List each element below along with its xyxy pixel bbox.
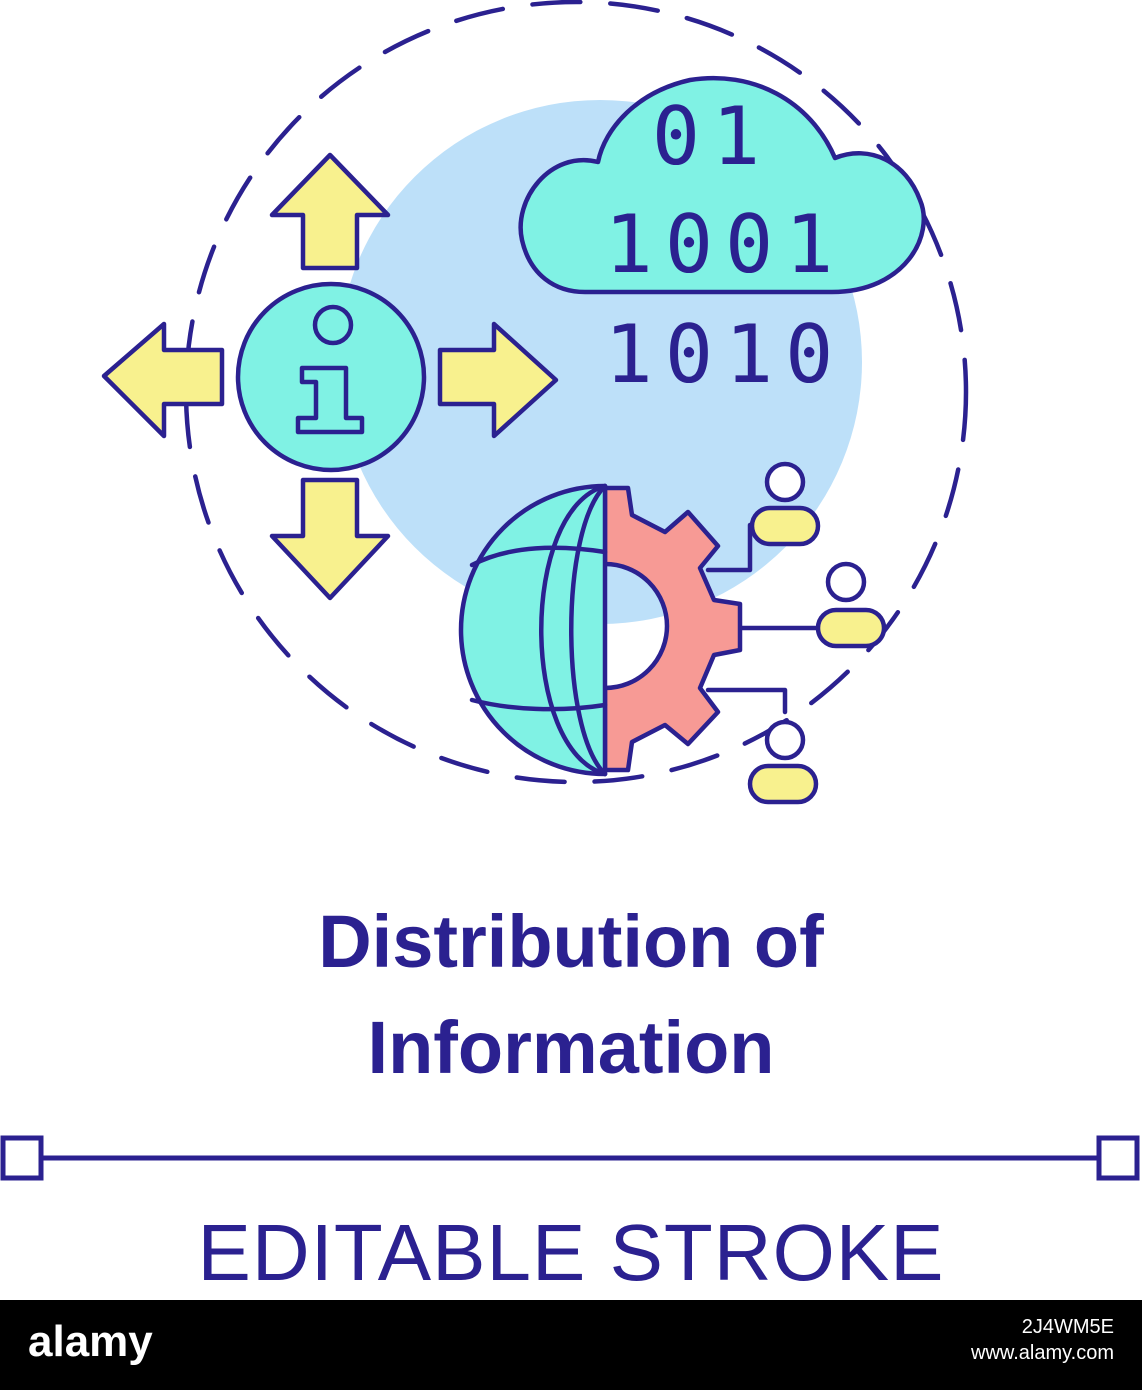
binary-row-1: 01 bbox=[652, 90, 772, 183]
gear-icon bbox=[602, 485, 743, 773]
page-title-line-2: Information bbox=[367, 1006, 775, 1089]
alamy-logo: alamy bbox=[28, 1317, 153, 1366]
image-id: 2J4WM5E bbox=[1021, 1316, 1114, 1338]
person-icon bbox=[749, 461, 821, 547]
globe-grid bbox=[469, 483, 608, 777]
person-icon bbox=[815, 561, 887, 649]
binary-row-2: 1001 bbox=[605, 198, 846, 291]
dashed-ring bbox=[183, 0, 969, 785]
globe-icon bbox=[458, 483, 608, 777]
cloud-icon bbox=[518, 75, 926, 295]
site-url: www.alamy.com bbox=[971, 1342, 1114, 1364]
image-id-block: 2J4WM5E www.alamy.com bbox=[971, 1314, 1114, 1366]
editable-stroke-divider bbox=[0, 1135, 1140, 1181]
arrow-left-icon bbox=[101, 321, 225, 439]
arrow-up-icon bbox=[269, 152, 391, 271]
concept-illustration: 01 1001 1010 bbox=[101, 0, 969, 805]
editable-stroke-label: EDITABLE STROKE bbox=[197, 1208, 945, 1297]
page-title-line-1: Distribution of bbox=[318, 900, 824, 983]
arrow-down-icon bbox=[269, 477, 391, 601]
person-icon bbox=[747, 719, 819, 805]
info-icon bbox=[235, 281, 427, 473]
info-glyph bbox=[295, 304, 365, 435]
arrow-right-icon bbox=[437, 321, 559, 439]
watermark-footer: alamy 2J4WM5E www.alamy.com bbox=[0, 1300, 1142, 1390]
binary-row-3: 1010 bbox=[605, 308, 846, 401]
